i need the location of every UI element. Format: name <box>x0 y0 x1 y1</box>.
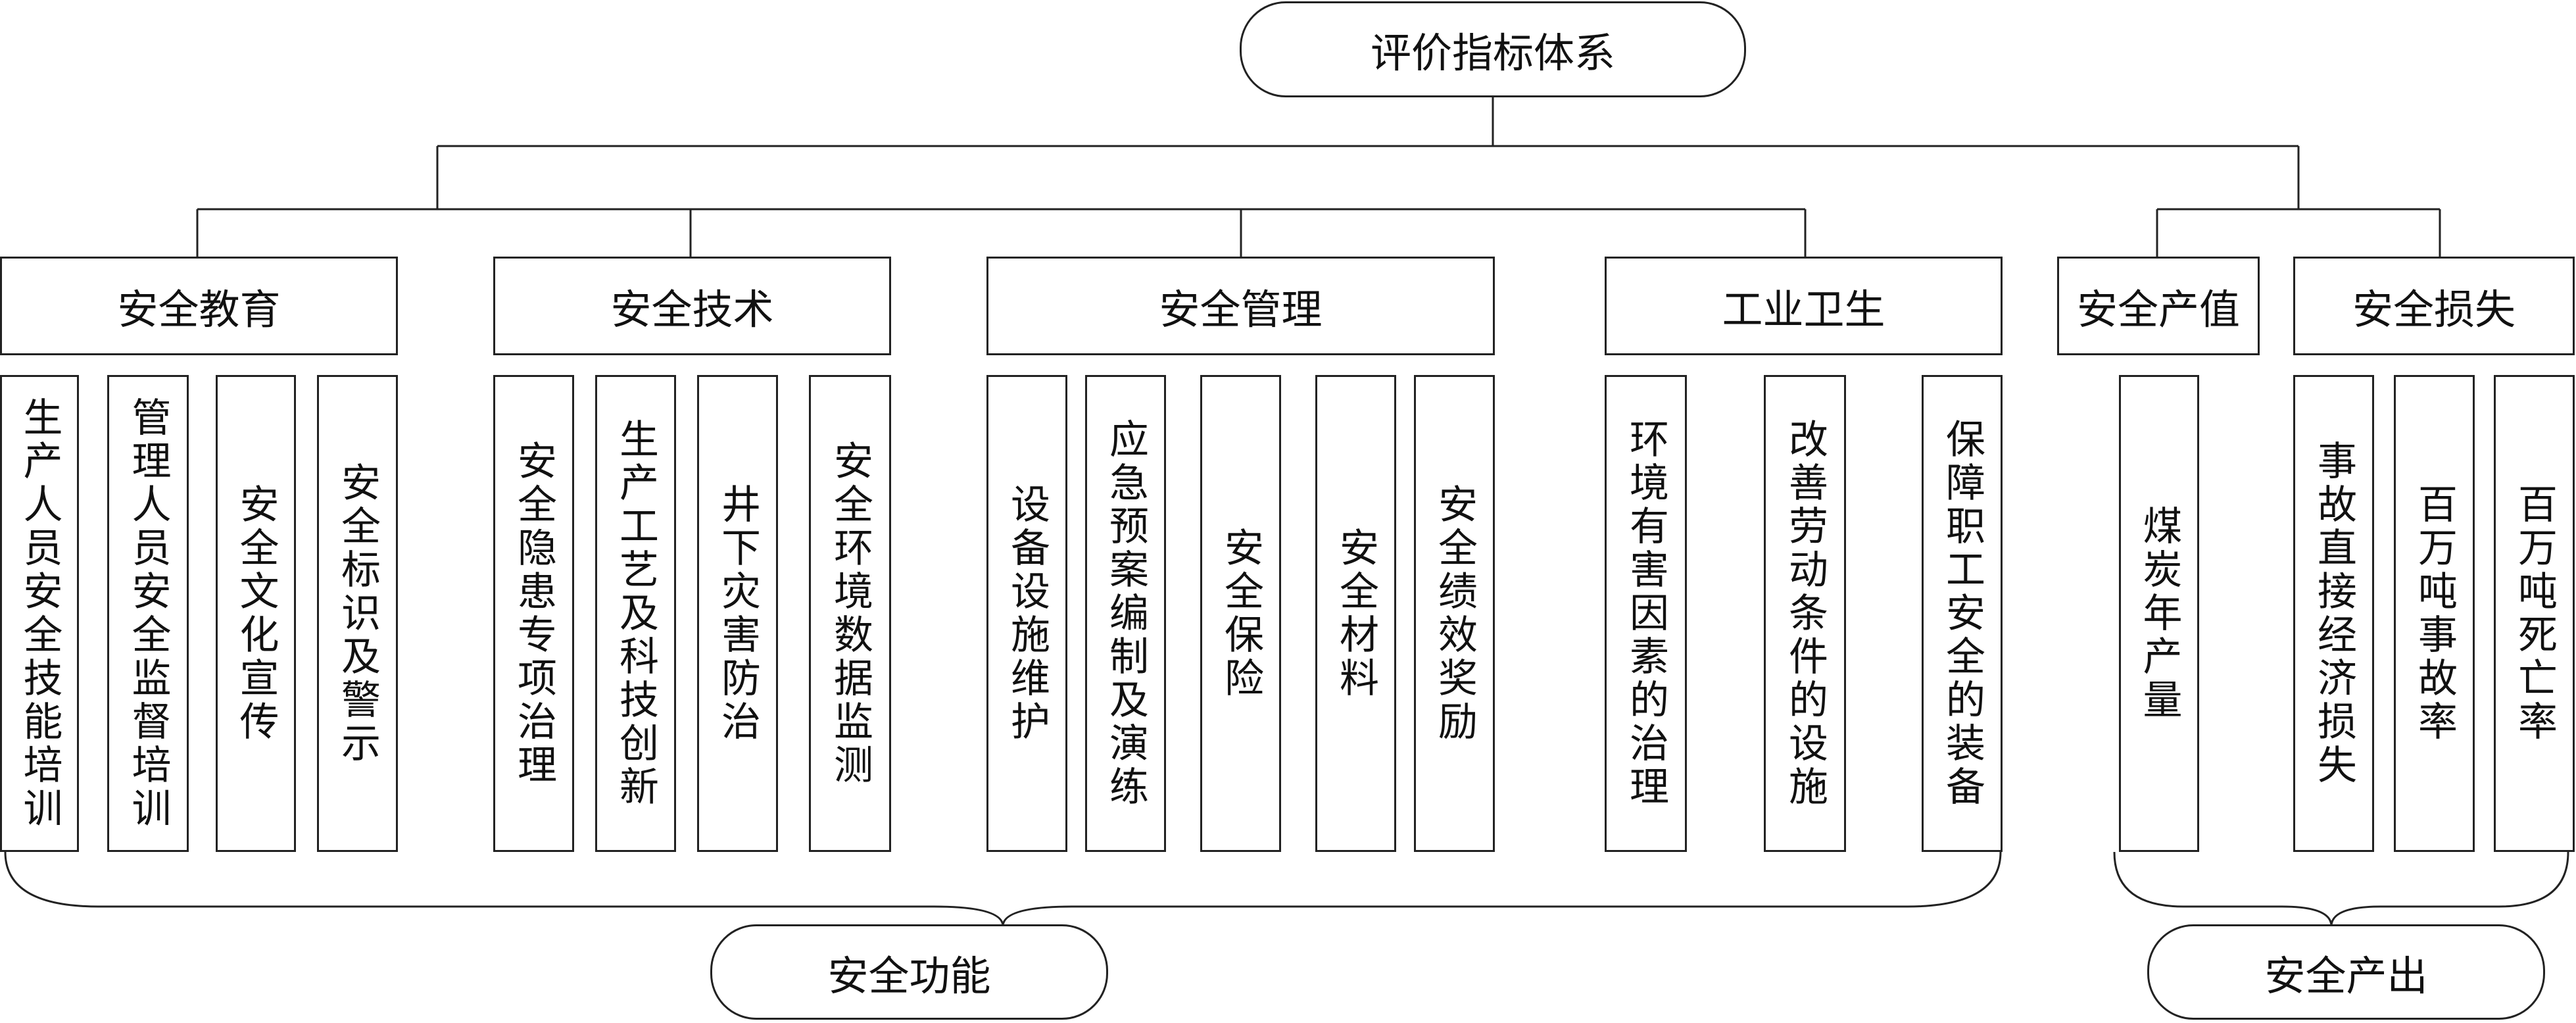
indicator-label: 环境有害因素的治理 <box>1622 418 1669 809</box>
category-label: 安全产值 <box>2076 286 2240 334</box>
indicator-label: 安全材料 <box>1332 526 1379 701</box>
indicator-box: 生产人员安全技能培训 <box>0 375 79 852</box>
indicator-box: 应急预案编制及演练 <box>1085 375 1166 852</box>
indicator-box: 安全材料 <box>1315 375 1396 852</box>
indicator-box: 保障职工安全的装备 <box>1922 375 2003 852</box>
indicator-label: 保障职工安全的装备 <box>1939 418 1985 809</box>
indicator-label: 生产人员安全技能培训 <box>16 396 62 831</box>
indicator-box: 安全隐患专项治理 <box>493 375 574 852</box>
indicator-box: 安全保险 <box>1200 375 1281 852</box>
indicator-box: 安全标识及警示 <box>317 375 398 852</box>
root-node: 评价指标体系 <box>1240 1 1746 97</box>
indicator-label: 安全标识及警示 <box>334 461 381 766</box>
indicator-label: 事故直接经济损失 <box>2310 439 2357 787</box>
indicator-label: 百万吨事故率 <box>2411 483 2458 744</box>
group-label: 安全功能 <box>827 951 991 1000</box>
group-label: 安全产出 <box>2264 951 2428 1000</box>
category-label: 安全技术 <box>610 286 774 334</box>
indicator-box: 环境有害因素的治理 <box>1605 375 1687 852</box>
category-safety-output-value: 安全产值 <box>2057 257 2260 355</box>
indicator-box: 煤炭年产量 <box>2119 375 2199 852</box>
indicator-box: 安全环境数据监测 <box>809 375 891 852</box>
indicator-box: 设备设施维护 <box>986 375 1067 852</box>
indicator-label: 安全保险 <box>1217 526 1264 701</box>
indicator-label: 安全文化宣传 <box>233 483 279 744</box>
indicator-box: 百万吨事故率 <box>2394 375 2475 852</box>
indicator-box: 百万吨死亡率 <box>2494 375 2575 852</box>
indicator-box: 安全绩效奖励 <box>1414 375 1495 852</box>
category-label: 安全教育 <box>117 286 281 334</box>
group-safety-output: 安全产出 <box>2147 924 2545 1020</box>
category-label: 安全损失 <box>2352 286 2515 334</box>
category-safety-management: 安全管理 <box>986 257 1495 355</box>
indicator-box: 事故直接经济损失 <box>2293 375 2374 852</box>
indicator-label: 生产工艺及科技创新 <box>612 418 659 809</box>
indicator-box: 改善劳动条件的设施 <box>1764 375 1846 852</box>
indicator-label: 煤炭年产量 <box>2136 505 2182 722</box>
indicator-label: 安全环境数据监测 <box>827 439 873 787</box>
indicator-label: 应急预案编制及演练 <box>1102 418 1149 809</box>
indicator-label: 百万吨死亡率 <box>2511 483 2558 744</box>
indicator-label: 安全隐患专项治理 <box>510 439 557 787</box>
indicator-label: 安全绩效奖励 <box>1431 483 1478 744</box>
indicator-label: 改善劳动条件的设施 <box>1782 418 1828 809</box>
category-safety-education: 安全教育 <box>0 257 398 355</box>
category-industrial-hygiene: 工业卫生 <box>1605 257 2003 355</box>
indicator-label: 管理人员安全监督培训 <box>125 396 171 831</box>
indicator-box: 生产工艺及科技创新 <box>595 375 676 852</box>
indicator-label: 井下灾害防治 <box>714 483 761 744</box>
indicator-box: 井下灾害防治 <box>697 375 778 852</box>
category-label: 工业卫生 <box>1722 286 1885 334</box>
category-safety-loss: 安全损失 <box>2293 257 2575 355</box>
group-safety-function: 安全功能 <box>710 924 1108 1020</box>
category-safety-technology: 安全技术 <box>493 257 891 355</box>
indicator-label: 设备设施维护 <box>1004 483 1050 744</box>
indicator-box: 管理人员安全监督培训 <box>107 375 189 852</box>
root-label: 评价指标体系 <box>1370 29 1615 77</box>
category-label: 安全管理 <box>1159 286 1323 334</box>
indicator-box: 安全文化宣传 <box>216 375 296 852</box>
